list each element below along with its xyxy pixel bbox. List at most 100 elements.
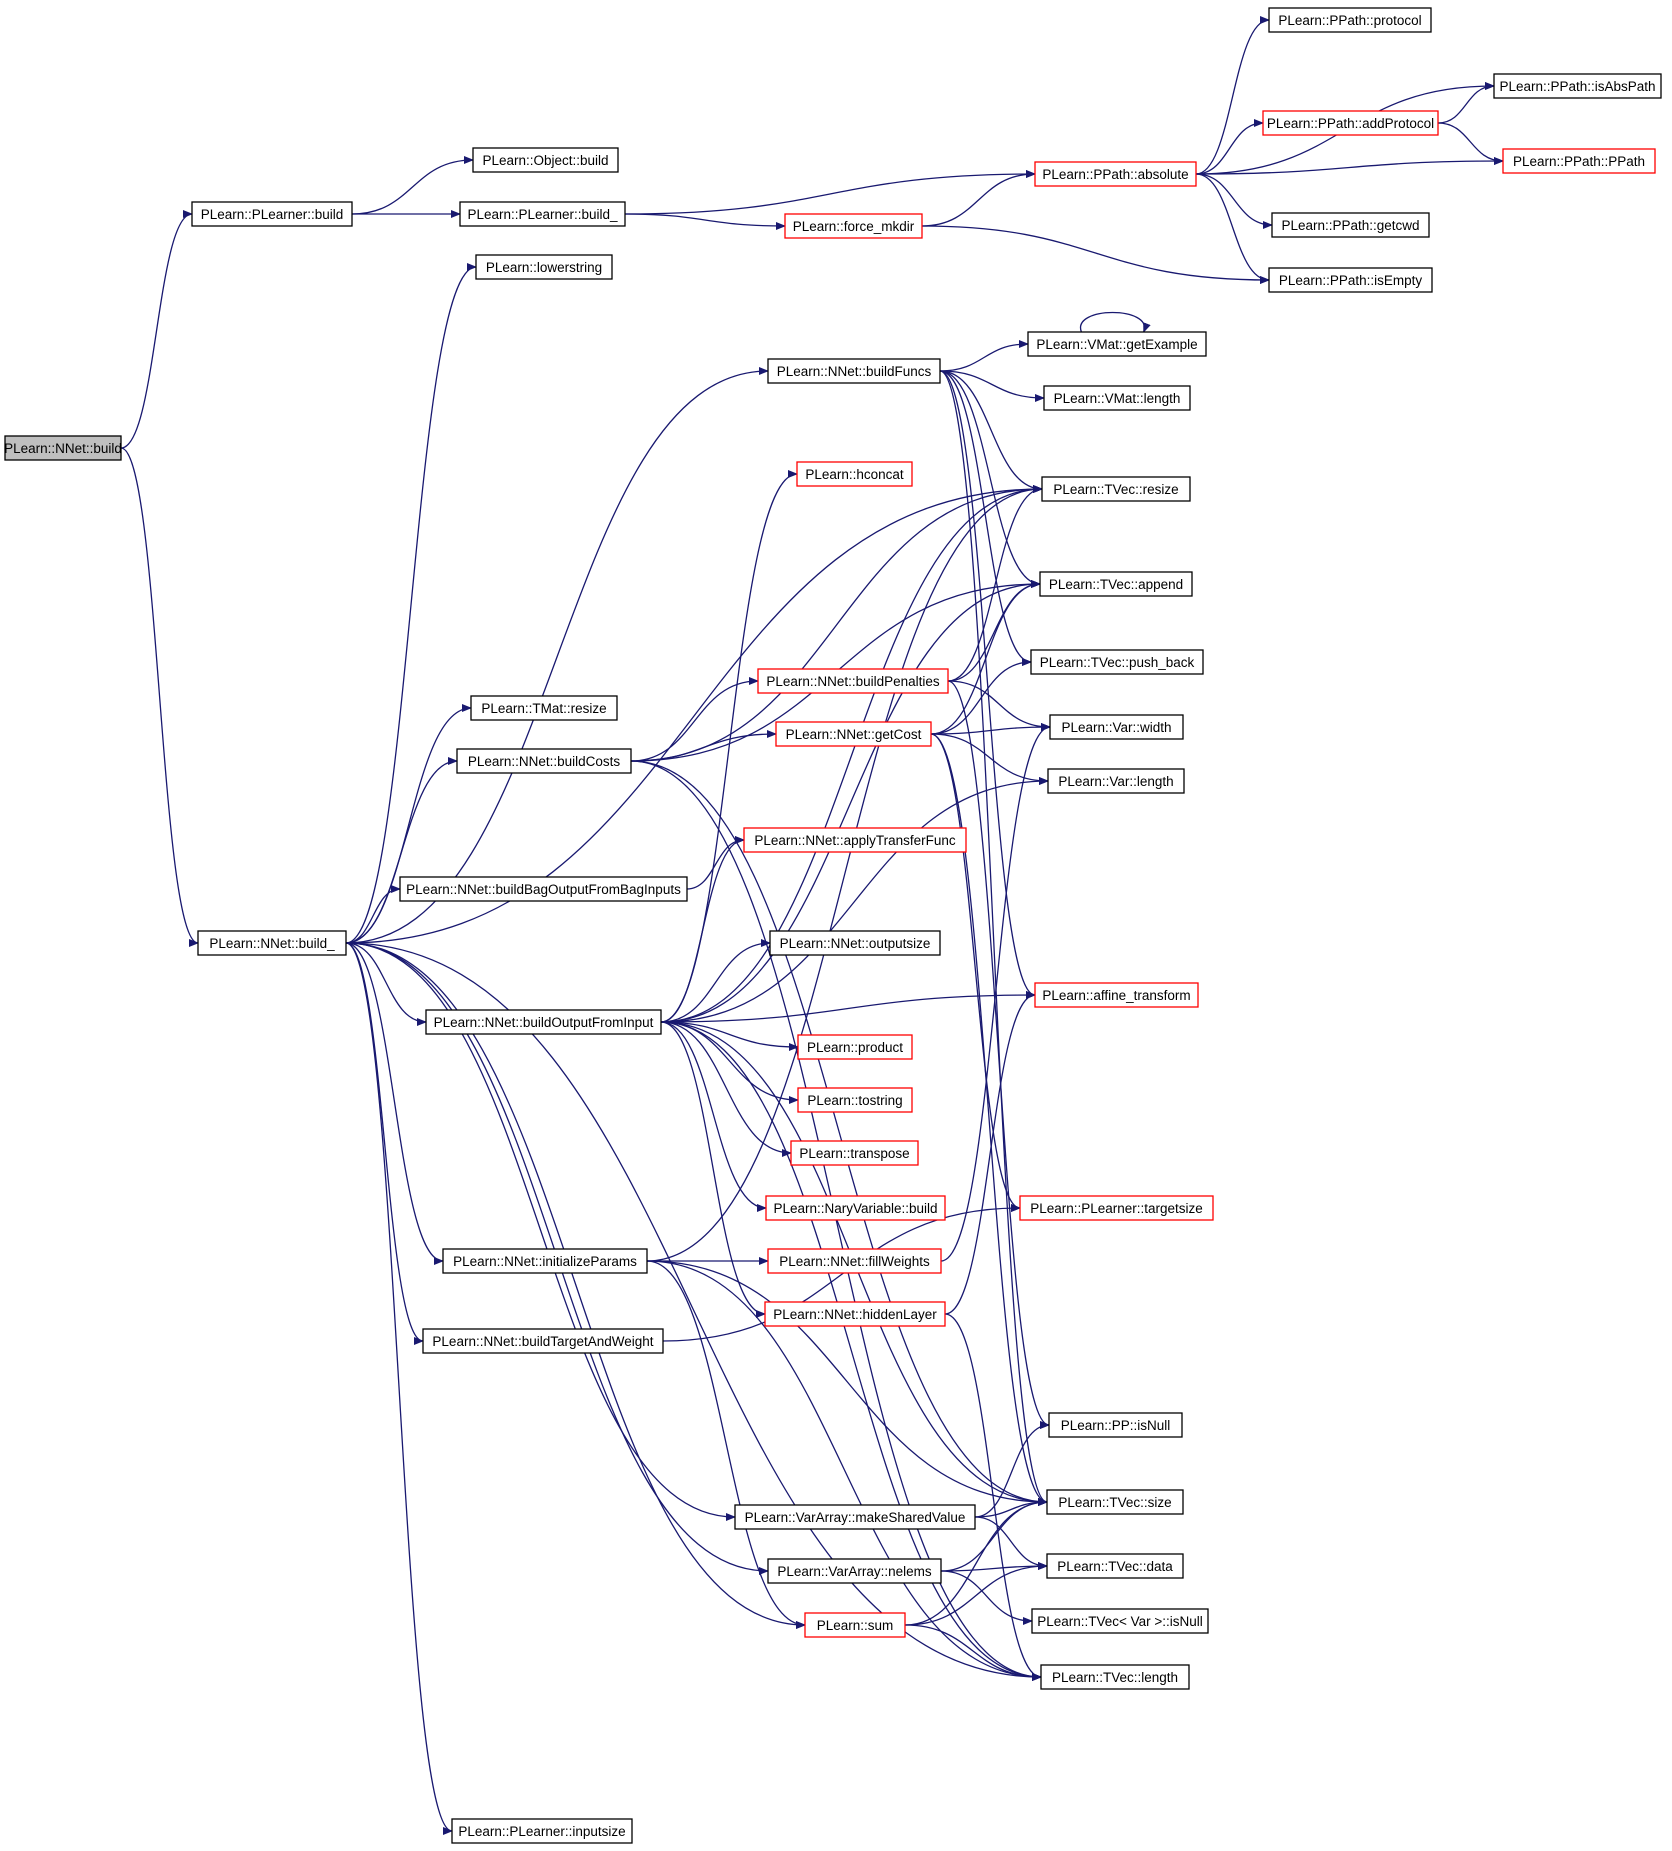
- node-box[interactable]: [765, 1195, 946, 1221]
- node-nnet_buildpenalties[interactable]: PLearn::NNet::buildPenalties: [757, 668, 949, 694]
- node-box[interactable]: [475, 254, 613, 280]
- node-box[interactable]: [1027, 331, 1207, 357]
- node-product[interactable]: PLearn::product: [797, 1034, 913, 1060]
- node-ppath_protocol[interactable]: PLearn::PPath::protocol: [1268, 7, 1432, 33]
- node-ppath_addprotocol[interactable]: PLearn::PPath::addProtocol: [1262, 110, 1439, 136]
- node-tvec_data[interactable]: PLearn::TVec::data: [1046, 1553, 1184, 1579]
- node-tvec_push_back[interactable]: PLearn::TVec::push_back: [1030, 649, 1204, 675]
- node-tvec_size[interactable]: PLearn::TVec::size: [1046, 1489, 1184, 1515]
- node-box[interactable]: [769, 930, 941, 956]
- node-nnet_buildtargetandweight[interactable]: PLearn::NNet::buildTargetAndWeight: [422, 1328, 664, 1354]
- node-plearner_targetsize[interactable]: PLearn::PLearner::targetsize: [1019, 1195, 1214, 1221]
- node-nnet_build[interactable]: PLearn::NNet::build: [4, 435, 122, 461]
- node-affine_transform[interactable]: PLearn::affine_transform: [1034, 982, 1199, 1008]
- node-box[interactable]: [757, 668, 949, 694]
- node-nnet_buildcosts[interactable]: PLearn::NNet::buildCosts: [456, 748, 632, 774]
- node-box[interactable]: [775, 721, 932, 747]
- node-box[interactable]: [1019, 1195, 1214, 1221]
- node-box[interactable]: [1268, 267, 1433, 293]
- node-nnet_getcost[interactable]: PLearn::NNet::getCost: [775, 721, 932, 747]
- node-ppath_isabspath[interactable]: PLearn::PPath::isAbsPath: [1493, 73, 1662, 99]
- node-transpose[interactable]: PLearn::transpose: [790, 1140, 919, 1166]
- node-vmat_length[interactable]: PLearn::VMat::length: [1043, 385, 1191, 411]
- node-box[interactable]: [784, 213, 923, 239]
- node-pp_isnull[interactable]: PLearn::PP::isNull: [1048, 1412, 1183, 1438]
- node-box[interactable]: [399, 876, 688, 902]
- node-vararray_makesharedvalue[interactable]: PLearn::VarArray::makeSharedValue: [734, 1504, 976, 1530]
- node-box[interactable]: [1040, 1664, 1190, 1690]
- node-box[interactable]: [472, 147, 619, 173]
- node-var_length[interactable]: PLearn::Var::length: [1047, 768, 1185, 794]
- node-nnet_build_[interactable]: PLearn::NNet::build_: [197, 930, 347, 956]
- node-box[interactable]: [1031, 1608, 1209, 1634]
- node-box[interactable]: [1034, 161, 1197, 187]
- node-vmat_getexample[interactable]: PLearn::VMat::getExample: [1027, 331, 1207, 357]
- node-box[interactable]: [422, 1328, 664, 1354]
- node-box[interactable]: [1262, 110, 1439, 136]
- node-nnet_applytransferfunc[interactable]: PLearn::NNet::applyTransferFunc: [743, 827, 967, 853]
- node-tvec_length[interactable]: PLearn::TVec::length: [1040, 1664, 1190, 1690]
- node-tostring[interactable]: PLearn::tostring: [797, 1087, 913, 1113]
- node-box[interactable]: [1039, 571, 1193, 597]
- node-box[interactable]: [1043, 385, 1191, 411]
- node-tvec_append[interactable]: PLearn::TVec::append: [1039, 571, 1193, 597]
- node-box[interactable]: [796, 461, 913, 487]
- node-box[interactable]: [1271, 212, 1430, 238]
- node-box[interactable]: [1046, 1489, 1184, 1515]
- node-nnet_fillweights[interactable]: PLearn::NNet::fillWeights: [767, 1248, 942, 1274]
- node-box[interactable]: [767, 358, 941, 384]
- node-box[interactable]: [1268, 7, 1432, 33]
- node-tmat_resize[interactable]: PLearn::TMat::resize: [470, 695, 618, 721]
- node-nnet_buildbagoutput[interactable]: PLearn::NNet::buildBagOutputFromBagInput…: [399, 876, 688, 902]
- node-box[interactable]: [767, 1558, 942, 1584]
- node-vararray_nelems[interactable]: PLearn::VarArray::nelems: [767, 1558, 942, 1584]
- node-box[interactable]: [451, 1818, 633, 1844]
- node-box[interactable]: [1048, 1412, 1183, 1438]
- node-box[interactable]: [442, 1248, 648, 1274]
- node-nnet_buildoutputfrominput[interactable]: PLearn::NNet::buildOutputFromInput: [425, 1009, 662, 1035]
- node-box[interactable]: [197, 930, 347, 956]
- node-box[interactable]: [797, 1034, 913, 1060]
- node-tvec_resize[interactable]: PLearn::TVec::resize: [1041, 476, 1191, 502]
- node-box[interactable]: [1047, 768, 1185, 794]
- node-box[interactable]: [459, 201, 626, 227]
- node-ppath_ppath[interactable]: PLearn::PPath::PPath: [1502, 148, 1656, 174]
- node-ppath_absolute[interactable]: PLearn::PPath::absolute: [1034, 161, 1197, 187]
- node-ppath_getcwd[interactable]: PLearn::PPath::getcwd: [1271, 212, 1430, 238]
- node-box[interactable]: [1041, 476, 1191, 502]
- node-var_width[interactable]: PLearn::Var::width: [1049, 714, 1184, 740]
- node-box[interactable]: [4, 435, 122, 461]
- node-box[interactable]: [191, 201, 353, 227]
- node-box[interactable]: [1049, 714, 1184, 740]
- node-box[interactable]: [790, 1140, 919, 1166]
- node-box[interactable]: [804, 1612, 906, 1638]
- node-box[interactable]: [1030, 649, 1204, 675]
- node-box[interactable]: [767, 1248, 942, 1274]
- node-lowerstring[interactable]: PLearn::lowerstring: [475, 254, 613, 280]
- node-box[interactable]: [456, 748, 632, 774]
- node-object_build[interactable]: PLearn::Object::build: [472, 147, 619, 173]
- node-box[interactable]: [1493, 73, 1662, 99]
- node-plearner_build_[interactable]: PLearn::PLearner::build_: [459, 201, 626, 227]
- node-box[interactable]: [470, 695, 618, 721]
- node-nnet_hiddenlayer[interactable]: PLearn::NNet::hiddenLayer: [764, 1301, 946, 1327]
- node-ppath_isempty[interactable]: PLearn::PPath::isEmpty: [1268, 267, 1433, 293]
- node-sum[interactable]: PLearn::sum: [804, 1612, 906, 1638]
- node-plearner_build[interactable]: PLearn::PLearner::build: [191, 201, 353, 227]
- node-box[interactable]: [1046, 1553, 1184, 1579]
- node-box[interactable]: [1502, 148, 1656, 174]
- node-box[interactable]: [743, 827, 967, 853]
- node-naryvariable_build[interactable]: PLearn::NaryVariable::build: [765, 1195, 946, 1221]
- node-box[interactable]: [797, 1087, 913, 1113]
- node-box[interactable]: [1034, 982, 1199, 1008]
- node-nnet_outputsize[interactable]: PLearn::NNet::outputsize: [769, 930, 941, 956]
- node-box[interactable]: [764, 1301, 946, 1327]
- node-tvec_var_isnull[interactable]: PLearn::TVec< Var >::isNull: [1031, 1608, 1209, 1634]
- node-plearner_inputsize[interactable]: PLearn::PLearner::inputsize: [451, 1818, 633, 1844]
- node-force_mkdir[interactable]: PLearn::force_mkdir: [784, 213, 923, 239]
- node-box[interactable]: [734, 1504, 976, 1530]
- node-nnet_buildfuncs[interactable]: PLearn::NNet::buildFuncs: [767, 358, 941, 384]
- node-hconcat[interactable]: PLearn::hconcat: [796, 461, 913, 487]
- node-box[interactable]: [425, 1009, 662, 1035]
- node-nnet_initializeparams[interactable]: PLearn::NNet::initializeParams: [442, 1248, 648, 1274]
